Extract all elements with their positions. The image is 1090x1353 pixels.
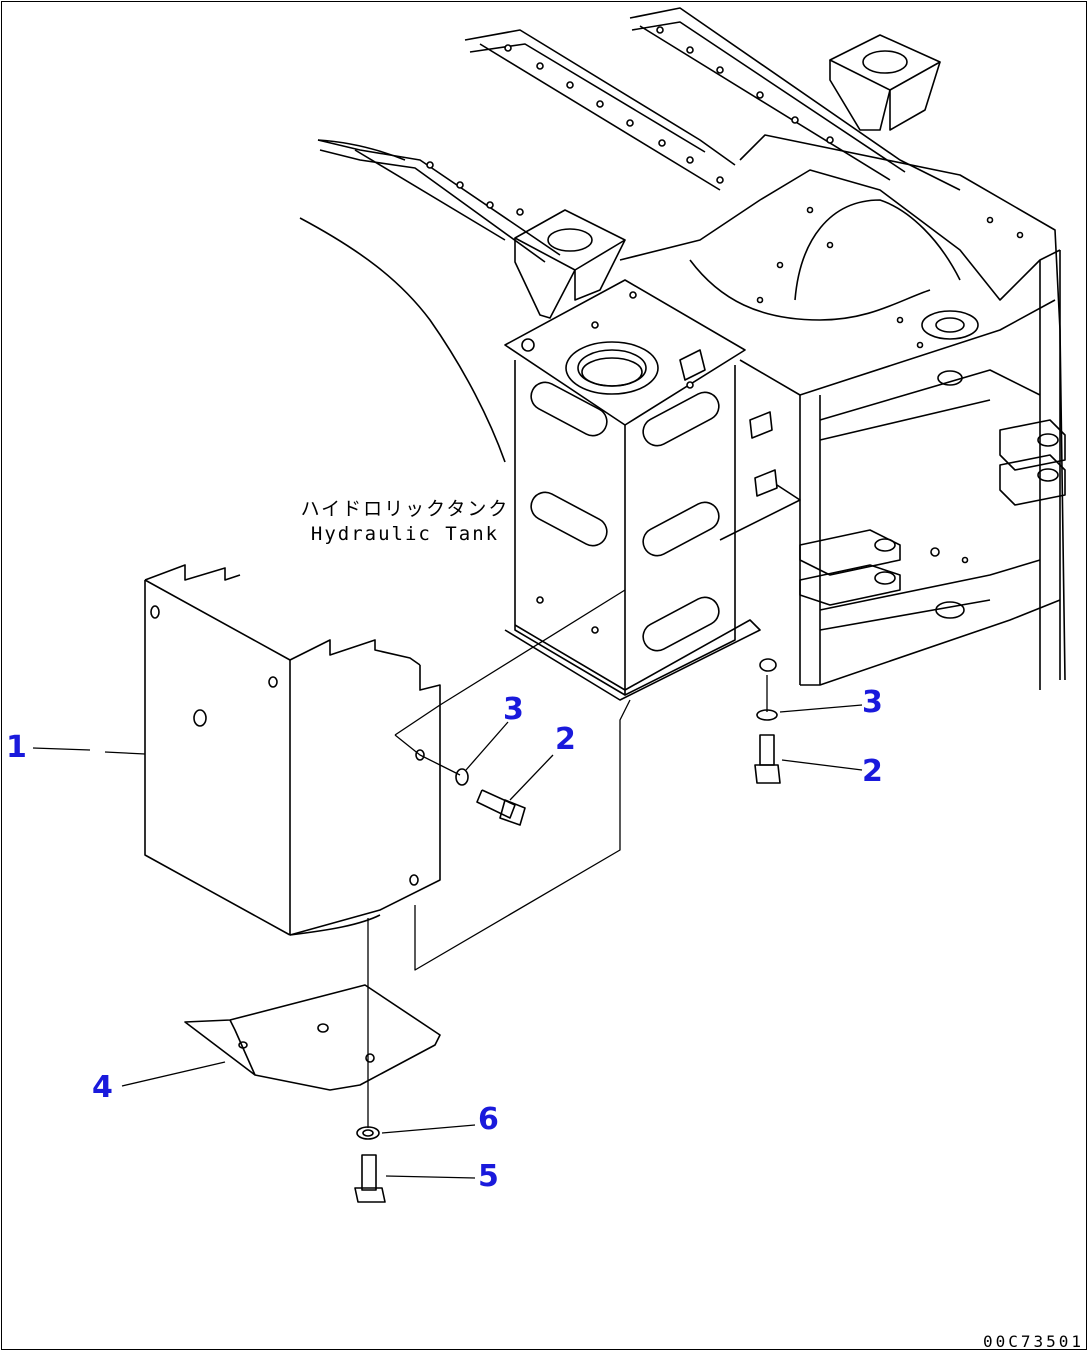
mount-tower-left xyxy=(514,209,626,319)
body-outline-curve xyxy=(299,217,506,463)
part-1-cover xyxy=(144,564,441,936)
tank-label-japanese: ハイドロリックタンク xyxy=(300,498,510,520)
callout-4: 4 xyxy=(92,1070,113,1105)
callout-2-right: 2 xyxy=(862,754,883,789)
callout-3-right: 3 xyxy=(862,685,883,720)
callout-2-left: 2 xyxy=(555,722,576,757)
part-4-plate xyxy=(184,984,441,1091)
assembly-lines xyxy=(367,589,768,1128)
main-frame-rails xyxy=(317,7,961,263)
callout-1: 1 xyxy=(6,730,27,765)
drawing-number: 00C73501 xyxy=(982,1332,1084,1351)
tank-label-english: Hydraulic Tank xyxy=(310,523,500,545)
rear-frame xyxy=(619,134,1066,690)
fasteners xyxy=(354,658,781,1203)
hydraulic-tank xyxy=(504,279,761,701)
callout-6: 6 xyxy=(478,1102,499,1137)
leader-lines xyxy=(32,704,863,1179)
mount-tower-right xyxy=(829,34,941,131)
callout-5: 5 xyxy=(478,1159,499,1194)
callout-3-left: 3 xyxy=(503,692,524,727)
